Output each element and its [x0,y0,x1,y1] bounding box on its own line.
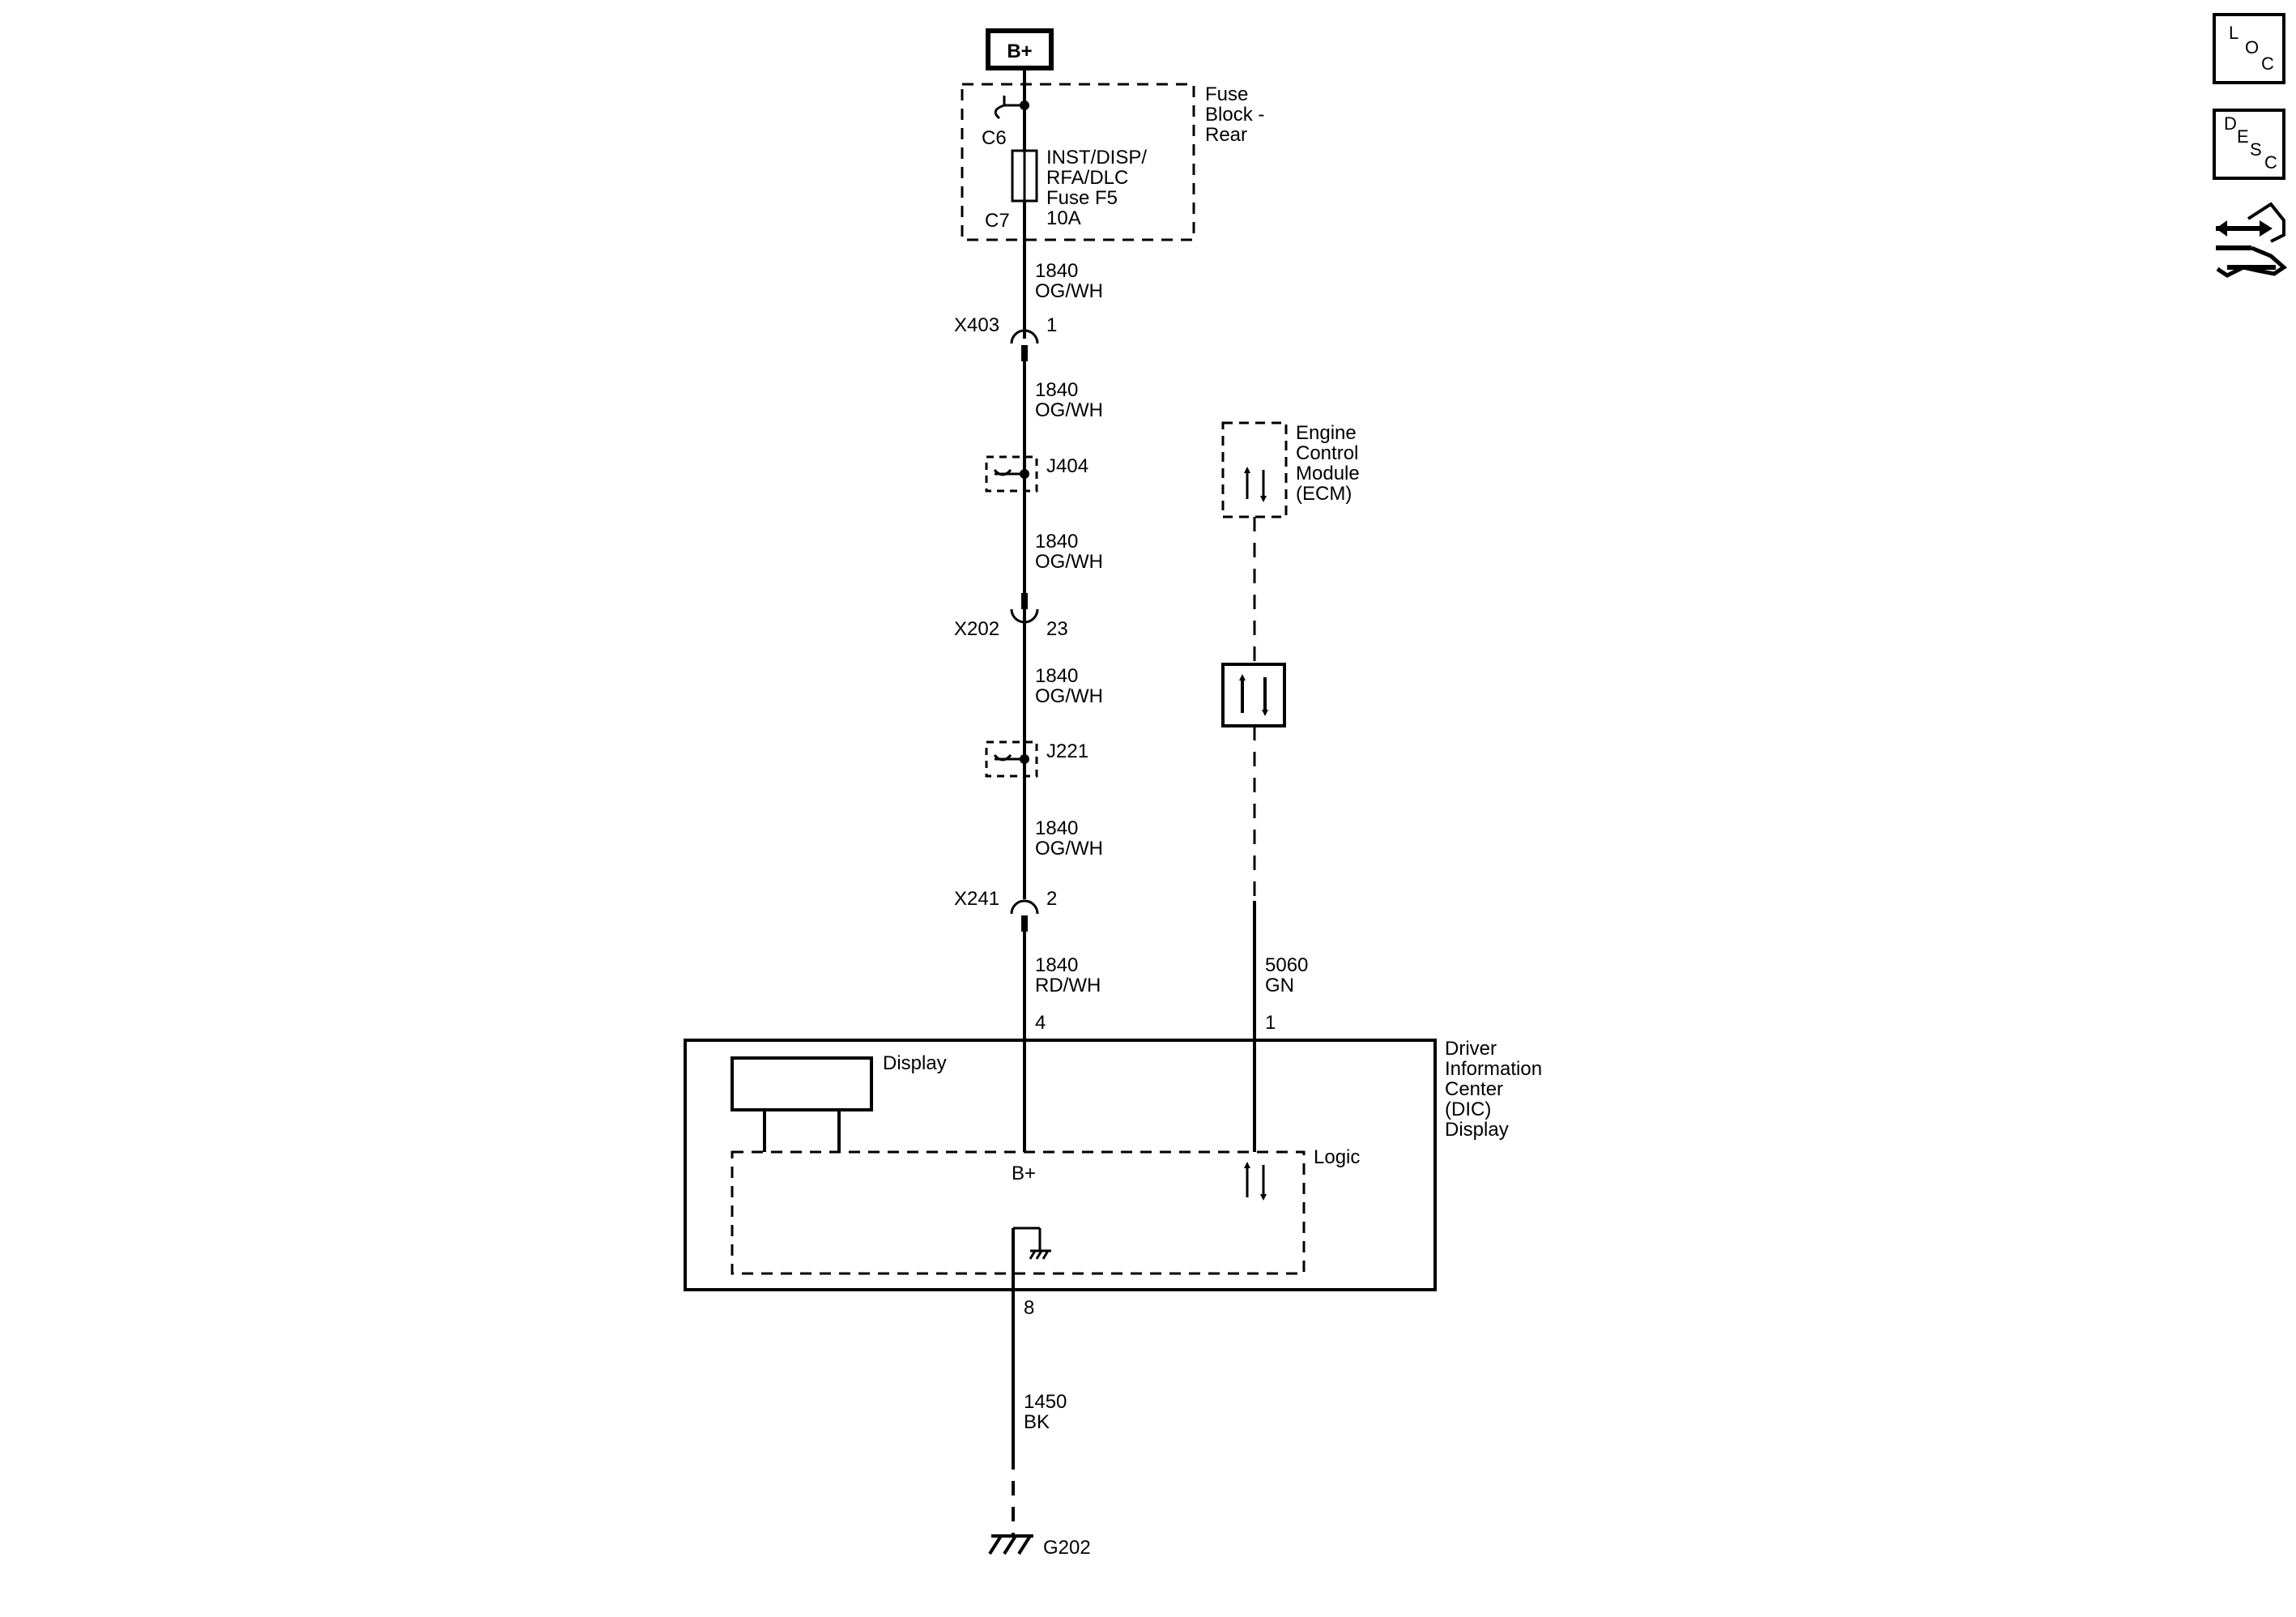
wire-4-color: OG/WH [1035,685,1103,707]
dic-logic-label: Logic [1314,1146,1360,1168]
wire-3-color: OG/WH [1035,551,1103,573]
wire-2-circuit: 1840 [1035,379,1078,401]
dic-outline [684,1039,1437,1291]
dic-pin-ground: 8 [1024,1297,1034,1319]
connector-x403 [1010,329,1039,361]
desc-letter-c: C [2264,152,2277,173]
loc-letter-c: C [2261,53,2274,74]
splice-j404-name: J404 [1046,455,1088,477]
dic-name-5: Display [1445,1119,1509,1141]
ecm-name-2: Control [1296,442,1358,464]
wire-1-circuit: 1840 [1035,260,1078,282]
ecm-name-3: Module [1296,463,1360,484]
fuse-label-2: RFA/DLC [1046,167,1128,189]
wire-5-circuit: 1840 [1035,817,1078,839]
fuse-block-name-3: Rear [1205,124,1247,146]
fuse-block-splice-dot [1020,100,1029,110]
dic-display-label: Display [883,1052,947,1074]
dic-name-3: Center [1445,1078,1503,1100]
loc-letter-l: L [2229,23,2238,43]
connector-c6-symbol [994,96,1022,120]
splice-j221-name: J221 [1046,740,1088,762]
wire-4-circuit: 1840 [1035,665,1078,687]
connector-x403-name: X403 [954,314,999,336]
wire-3-circuit: 1840 [1035,531,1078,553]
desc-letter-d: D [2224,113,2237,134]
logic-ground-symbol [1013,1227,1051,1260]
fuse-label-1: INST/DISP/ [1046,147,1147,169]
dic-pin-data: 1 [1265,1012,1276,1034]
dic-pin-power: 4 [1035,1012,1046,1034]
connector-x403-pin: 1 [1046,314,1057,336]
location-icon[interactable] [2213,13,2285,84]
ecm-outline [1221,421,1288,518]
connector-x202-name: X202 [954,618,999,640]
dic-logic-outline [731,1150,1306,1275]
fuse-label-3: Fuse F5 [1046,187,1118,209]
connector-c6-label: C6 [982,127,1007,149]
wire-6-circuit: 1840 [1035,954,1078,976]
power-source-label: B+ [1007,41,1032,62]
splice-j404 [985,455,1038,493]
connector-c7-label: C7 [985,210,1010,232]
wire-7-color: GN [1265,975,1294,996]
description-icon[interactable] [2213,109,2285,180]
ecm-serial-data-icon [1244,467,1267,502]
wire-7-circuit: 5060 [1265,954,1308,976]
dic-name-2: Information [1445,1058,1542,1080]
ecm-name-4: (ECM) [1296,483,1352,505]
dic-display-element [731,1056,873,1152]
connector-x202-pin: 23 [1046,618,1068,640]
dic-bplus-label: B+ [1012,1163,1036,1184]
logic-serial-data-icon [1244,1162,1267,1201]
fuse-block-name-2: Block - [1205,104,1264,126]
dic-name-4: (DIC) [1445,1099,1491,1120]
wire-1-color: OG/WH [1035,280,1103,302]
power-source-bplus [986,28,1054,70]
repair-procedure-icon[interactable] [2216,202,2288,278]
wire-5-color: OG/WH [1035,838,1103,860]
splice-j221 [985,740,1038,778]
wire-8-color: BK [1024,1411,1050,1433]
connector-x241 [1010,899,1039,932]
fuse-block-name-1: Fuse [1205,83,1248,105]
connector-x241-pin: 2 [1046,888,1057,910]
ground-g202-symbol [988,1534,1033,1555]
dic-name-1: Driver [1445,1038,1497,1060]
ground-g202-name: G202 [1043,1537,1091,1559]
desc-letter-s: S [2250,139,2262,160]
wire-8-circuit: 1450 [1024,1391,1067,1413]
serial-data-block [1221,663,1286,727]
wire-6-color: RD/WH [1035,975,1101,996]
wire-2-color: OG/WH [1035,399,1103,421]
ecm-name-1: Engine [1296,422,1357,444]
fuse-label-4: 10A [1046,207,1081,229]
connector-x241-name: X241 [954,888,999,910]
desc-letter-e: E [2237,126,2249,147]
loc-letter-o: O [2245,37,2259,58]
